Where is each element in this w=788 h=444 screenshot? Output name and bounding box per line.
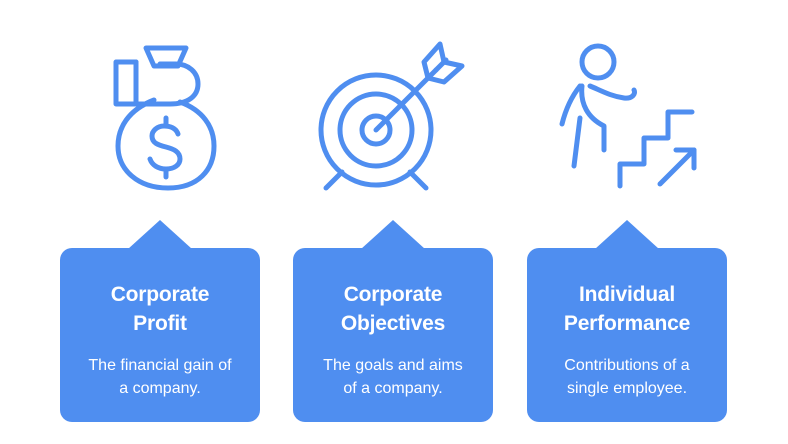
card-title-line-1: Individual: [578, 283, 675, 306]
card-title: Individual Performance: [537, 280, 717, 338]
climbing-stairs-icon: [550, 38, 710, 194]
card-individual-performance: Individual Performance Contributions of …: [527, 220, 727, 422]
card-title-line-2: Profit: [133, 312, 187, 335]
card-title-line-1: Corporate: [343, 283, 443, 306]
card-corporate-objectives: Corporate Objectives The goals and aims …: [293, 220, 493, 422]
card-description-line-2: of a company.: [343, 380, 443, 397]
card-title-line-1: Corporate: [110, 283, 210, 306]
card-description: The goals and aims of a company.: [303, 354, 483, 400]
card-description-line-1: The financial gain of: [88, 357, 232, 374]
card-description: Contributions of a single employee.: [537, 354, 717, 400]
card-title: Corporate Profit: [70, 280, 250, 338]
card-description-line-2: a company.: [119, 380, 201, 397]
card-description-line-2: single employee.: [566, 380, 688, 397]
money-bag-icon: [104, 38, 224, 194]
card-description: The financial gain of a company.: [70, 354, 250, 400]
card-corporate-profit: Corporate Profit The financial gain of a…: [60, 220, 260, 422]
target-arrow-icon: [318, 36, 468, 196]
card-title-line-2: Performance: [563, 312, 691, 335]
card-title: Corporate Objectives: [303, 280, 483, 338]
card-description-line-1: Contributions of a: [564, 357, 690, 374]
card-title-line-2: Objectives: [340, 312, 446, 335]
card-description-line-1: The goals and aims: [323, 357, 463, 374]
